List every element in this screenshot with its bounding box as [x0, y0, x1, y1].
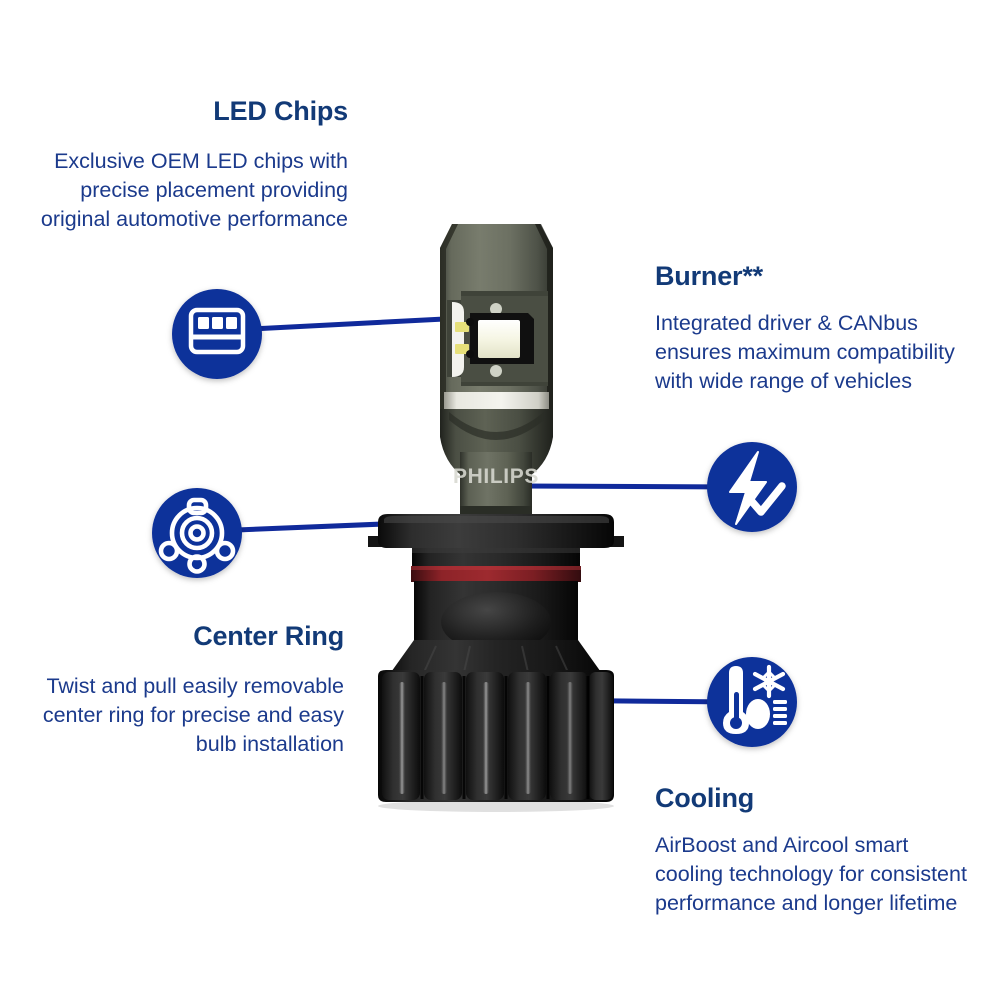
- icon-badge-burner[interactable]: [707, 442, 797, 532]
- bulb-skirt-highlight: [412, 548, 580, 553]
- icon-badge-led-chips[interactable]: [172, 289, 262, 379]
- feature-description-line: cooling technology for consistent: [655, 862, 967, 886]
- brand-marking: PHILIPS: [453, 465, 539, 488]
- bulb-plate-screw-bottom: [490, 365, 502, 377]
- heatsink-fins: [382, 672, 613, 800]
- feature-description-led-chips: Exclusive OEM LED chips with precise pla…: [26, 147, 348, 234]
- feature-description-line: ensures maximum compatibility: [655, 340, 955, 364]
- heatsink-fin-highlights: [399, 682, 573, 794]
- icon-circle-led-chips[interactable]: [172, 289, 262, 379]
- feature-title-led-chips: LED Chips: [213, 96, 348, 126]
- feature-block-led-chips: LED Chips Exclusive OEM LED chips with p…: [26, 96, 348, 234]
- center-ring-icon: [158, 497, 236, 574]
- bulb-body-left-edge: [440, 224, 458, 420]
- feature-description-line: Twist and pull easily removable: [46, 674, 344, 698]
- heatsink-fin-slots: [420, 676, 590, 799]
- feature-description-line: bulb installation: [195, 732, 344, 756]
- led-chip-emitter: [478, 320, 520, 358]
- feature-description-line: AirBoost and Aircool smart: [655, 833, 909, 857]
- feature-description-line: Integrated driver & CANbus: [655, 311, 918, 335]
- icon-badge-center-ring[interactable]: [152, 488, 242, 578]
- feature-block-burner: Burner** Integrated driver & CANbus ensu…: [655, 261, 985, 396]
- led-wire-node-lower: [466, 350, 474, 358]
- led-contact-pad-lower: [455, 344, 469, 354]
- snowflake-icon: [752, 664, 786, 699]
- callout-line-center-ring: [211, 520, 409, 534]
- callout-line-led-chips: [231, 315, 465, 333]
- led-chip-icon: [188, 307, 246, 355]
- bulb-body-right-edge: [535, 224, 553, 420]
- feature-title-center-ring: Center Ring: [193, 621, 344, 651]
- bulb-barrel: [460, 452, 532, 514]
- feature-description-burner: Integrated driver & CANbus ensures maxim…: [655, 309, 985, 396]
- feature-title-burner: Burner**: [655, 261, 763, 291]
- feature-block-center-ring: Center Ring Twist and pull easily remova…: [22, 621, 344, 759]
- led-bulb-graphic: PHILIPS: [368, 224, 624, 812]
- bulb-plate-screw-top: [490, 303, 502, 315]
- feature-description-line: original automotive performance: [40, 207, 348, 231]
- feature-description-line: center ring for precise and easy: [42, 703, 344, 727]
- feature-title-cooling: Cooling: [655, 783, 755, 813]
- feature-description-line: performance and longer lifetime: [655, 891, 958, 915]
- bulb-contact-housing: [452, 302, 464, 377]
- feature-description-line: Exclusive OEM LED chips with: [54, 149, 348, 173]
- bulb-shoulder-shade: [449, 412, 544, 440]
- fan-blade-icon: [746, 699, 770, 729]
- center-ring-highlight: [411, 566, 581, 570]
- heatsink-grill-icon: [773, 700, 787, 725]
- bulb-ground-shadow: [378, 800, 614, 812]
- feature-block-cooling: Cooling AirBoost and Aircool smart cooli…: [655, 783, 995, 918]
- thermometer-icon: [723, 666, 749, 734]
- feature-description-line: precise placement providing: [80, 178, 348, 202]
- center-ring-seal: [411, 566, 581, 582]
- led-contact-pad-upper: [455, 322, 469, 332]
- bulb-housing-shine: [441, 592, 551, 652]
- callout-line-burner: [521, 483, 738, 490]
- bulb-flange-highlight: [384, 516, 609, 523]
- bulb-barrel-ridge: [460, 506, 532, 515]
- icon-badge-cooling[interactable]: [707, 657, 797, 747]
- led-wire-node-upper: [466, 318, 474, 326]
- lightning-check-icon: [729, 451, 767, 525]
- feature-description-cooling: AirBoost and Aircool smart cooling techn…: [655, 831, 995, 918]
- feature-description-center-ring: Twist and pull easily removable center r…: [22, 672, 344, 759]
- led-chip-icon-cells: [198, 317, 237, 329]
- check-icon: [744, 482, 786, 516]
- feature-description-line: with wide range of vehicles: [655, 369, 912, 393]
- bulb-ceramic-band: [444, 392, 549, 409]
